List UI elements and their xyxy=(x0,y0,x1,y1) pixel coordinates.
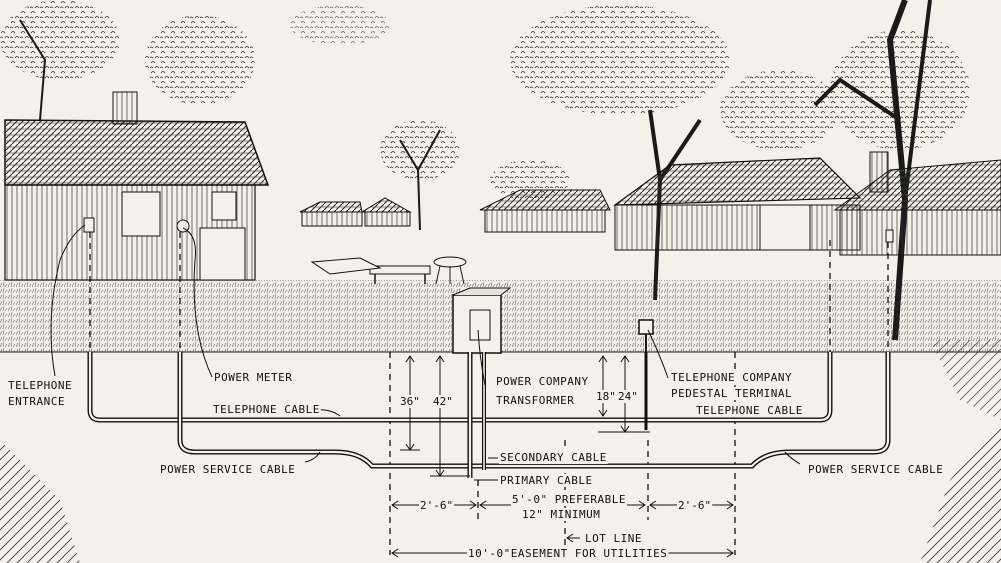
label-backing xyxy=(467,547,669,560)
label-separation-1: 5'-0" PREFERABLE xyxy=(512,493,626,506)
label-backing xyxy=(584,532,643,545)
label-power-service-cable-right: POWER SERVICE CABLE xyxy=(808,463,943,476)
label-separation-2: 12" MINIMUM xyxy=(522,508,600,521)
label-backing xyxy=(499,474,594,487)
dim-18: 18" xyxy=(596,390,616,403)
label-backing xyxy=(499,451,608,464)
meter-boxes xyxy=(83,217,894,243)
label-backing xyxy=(432,395,454,408)
lawn-furniture xyxy=(310,256,467,285)
label-backing xyxy=(595,390,617,403)
dashed-guides xyxy=(89,232,889,555)
label-power-meter: POWER METER xyxy=(214,371,292,384)
tree-foliage xyxy=(0,0,970,200)
label-lot-line: LOT LINE xyxy=(585,532,642,545)
label-telephone-entrance-1: TELEPHONE xyxy=(8,379,72,392)
left-house xyxy=(4,91,270,281)
label-telephone-entrance-2: ENTRANCE xyxy=(8,395,65,408)
label-backing xyxy=(159,463,297,476)
dim-offset-right: 2'-6" xyxy=(678,499,711,512)
cables xyxy=(87,352,891,478)
label-backing xyxy=(399,395,421,408)
pedestal-terminal xyxy=(638,319,654,352)
label-telephone-cable-left: TELEPHONE CABLE xyxy=(213,403,320,416)
label-backing xyxy=(670,387,794,400)
label-backing xyxy=(213,371,294,384)
text-labels: TELEPHONE ENTRANCE POWER METER TELEPHONE… xyxy=(7,371,945,560)
soil-right-upper xyxy=(930,340,1001,420)
label-easement: 10'-0"EASEMENT FOR UTILITIES xyxy=(468,547,667,560)
label-backing xyxy=(511,493,627,506)
label-backing xyxy=(419,499,455,512)
label-backing xyxy=(521,508,602,521)
transformer-box xyxy=(452,287,512,354)
label-pedestal-1: TELEPHONE COMPANY xyxy=(671,371,792,384)
label-pedestal-2: PEDESTAL TERMINAL xyxy=(671,387,792,400)
right-house xyxy=(613,151,1001,256)
power-service-cable-line-inner xyxy=(178,352,890,468)
label-backing xyxy=(212,403,321,416)
dim-24: 24" xyxy=(618,390,638,403)
dim-36: 36" xyxy=(400,395,420,408)
label-backing xyxy=(495,375,590,388)
label-primary-cable: PRIMARY CABLE xyxy=(500,474,593,487)
label-transformer-2: TRANSFORMER xyxy=(496,394,574,407)
label-power-service-cable-left: POWER SERVICE CABLE xyxy=(160,463,295,476)
dim-offset-left: 2'-6" xyxy=(420,499,453,512)
label-backing xyxy=(677,499,713,512)
soil-right xyxy=(920,420,1001,563)
label-backing xyxy=(807,463,945,476)
label-backing xyxy=(670,371,794,384)
label-telephone-cable-right: TELEPHONE CABLE xyxy=(696,404,803,417)
label-backing xyxy=(695,404,804,417)
label-backing xyxy=(495,394,576,407)
dim-42: 42" xyxy=(433,395,453,408)
soil-left xyxy=(0,440,80,563)
label-backing xyxy=(7,395,66,408)
leader-lines xyxy=(50,224,801,481)
label-secondary-cable: SECONDARY CABLE xyxy=(500,451,607,464)
label-transformer-1: POWER COMPANY xyxy=(496,375,589,388)
label-backing xyxy=(617,390,639,403)
label-backing xyxy=(7,379,74,392)
telephone-cable-line-inner xyxy=(88,352,832,422)
distant-houses xyxy=(299,189,611,233)
